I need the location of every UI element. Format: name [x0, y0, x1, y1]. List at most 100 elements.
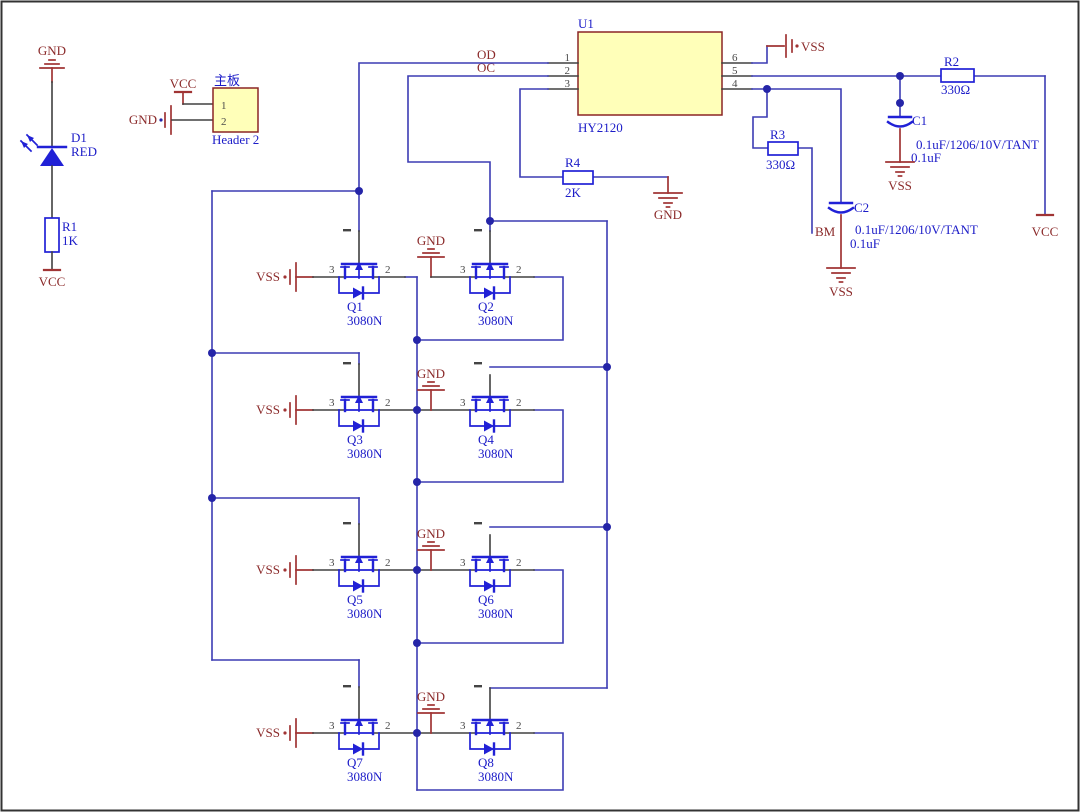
vcc-power-symbol: VCC [170, 76, 197, 105]
fet-pin2-number: 2 [516, 397, 522, 409]
q3-value: 3080N [347, 446, 383, 461]
vcc-label: VCC [1032, 224, 1059, 239]
vss-label: VSS [256, 562, 280, 577]
u1-pin6-number: 6 [732, 52, 738, 64]
r4-value: 2K [565, 185, 582, 200]
u1-designator: U1 [578, 16, 594, 31]
bm-net-label: BM [815, 224, 836, 239]
gnd-label: GND [129, 112, 157, 127]
u1-pin4-number: 4 [732, 78, 738, 90]
vcc-power-symbol: VCC [39, 268, 65, 289]
gnd-label: GND [417, 366, 445, 381]
mosfet-q7: 3 2 Q7 3080N [312, 685, 477, 784]
header-pin1-number: 1 [221, 100, 227, 112]
r2-resistor: R2 330Ω [940, 54, 975, 97]
vss-label: VSS [829, 284, 853, 299]
gate-pin1-mark [474, 229, 482, 232]
gate-pin1-mark [474, 522, 482, 525]
q3-designator: Q3 [347, 432, 363, 447]
header-label: 主板 [214, 73, 240, 88]
led-symbol [19, 133, 68, 166]
q6-designator: Q6 [478, 592, 494, 607]
mosfet-q8: 3 2 Q8 3080N [460, 685, 535, 784]
vss-label: VSS [256, 725, 280, 740]
q5-designator: Q5 [347, 592, 363, 607]
q8-value: 3080N [478, 769, 514, 784]
r4-resistor: R4 2K [562, 155, 594, 200]
c1-designator: C1 [912, 113, 927, 128]
mosfet-q1: 3 2 Q1 3080N [312, 229, 406, 328]
gate-pin1-mark [343, 685, 351, 688]
fet-pin2-number: 2 [516, 264, 522, 276]
r3-body [767, 141, 799, 156]
gnd-earth-symbol: GND [417, 689, 445, 734]
q1-value: 3080N [347, 313, 383, 328]
fet-pin3-number: 3 [460, 720, 466, 732]
q7-designator: Q7 [347, 755, 363, 770]
q4-designator: Q4 [478, 432, 494, 447]
r1-designator: R1 [62, 219, 77, 234]
vss-label: VSS [801, 39, 825, 54]
gnd-earth-symbol: GND [417, 526, 445, 571]
r2-designator: R2 [944, 54, 959, 69]
gnd-label: GND [38, 43, 66, 58]
vss-earth-symbol: VSS [885, 161, 915, 193]
fet-pin2-number: 2 [385, 720, 391, 732]
vss-power-symbol: VSS [256, 395, 314, 425]
r3-resistor: R3 330Ω [766, 127, 799, 172]
fet-pin3-number: 3 [329, 397, 335, 409]
gate-pin1-mark [343, 229, 351, 232]
led-arrow-icon [21, 141, 28, 148]
mosfet-q4: 3 2 Q4 3080N [460, 362, 535, 461]
gnd-label: GND [417, 233, 445, 248]
u1-pin5-number: 5 [732, 65, 738, 77]
vss-earth-symbol: VSS [826, 267, 856, 299]
vcc-power-symbol: VCC [1032, 213, 1059, 239]
r2-body [940, 68, 975, 83]
mosfet-q3: 3 2 Q3 3080N [312, 362, 477, 461]
gnd-power-symbol: GND [38, 43, 66, 83]
fet-pin3-number: 3 [329, 720, 335, 732]
c2-value: 0.1uF/1206/10V/TANT [855, 222, 978, 237]
wires [211, 45, 1046, 791]
mosfet-q6: 3 2 Q6 3080N [460, 522, 535, 621]
q7-value: 3080N [347, 769, 383, 784]
junction-dots [208, 72, 904, 737]
vss-power-symbol: VSS [256, 555, 314, 585]
fet-pin3-number: 3 [460, 397, 466, 409]
gate-pin1-mark [343, 362, 351, 365]
fet-pin2-number: 2 [385, 397, 391, 409]
q1-designator: Q1 [347, 299, 363, 314]
c1-capacitor: C1 0.1uF/1206/10V/TANT 0.1uF VSS [885, 113, 1039, 193]
c1-value2: 0.1uF [911, 150, 941, 165]
r4-designator: R4 [565, 155, 581, 170]
c1-value: 0.1uF/1206/10V/TANT [916, 137, 1039, 152]
q4-value: 3080N [478, 446, 514, 461]
u1-pin3-number: 3 [565, 78, 571, 90]
led-arrow-icon [27, 135, 34, 142]
header-connector: VCC GND 1 2 主板 Header 2 [129, 73, 259, 147]
u1-body [577, 31, 723, 116]
led-branch: GND D1 RED R1 1K VCC [19, 43, 97, 289]
vss-label: VSS [256, 269, 280, 284]
c2-capacitor: C2 0.1uF/1206/10V/TANT 0.1uF VSS [826, 200, 978, 299]
gnd-earth-symbol: GND [417, 233, 445, 278]
gnd-power-symbol: GND [129, 105, 172, 135]
c2-designator: C2 [854, 200, 869, 215]
q8-designator: Q8 [478, 755, 494, 770]
gnd-label: GND [417, 689, 445, 704]
gnd-earth-symbol: GND [417, 366, 445, 411]
q5-value: 3080N [347, 606, 383, 621]
mosfet-q2: 3 2 Q2 3080N [430, 229, 535, 328]
vcc-label: VCC [170, 76, 197, 91]
fet-pin2-number: 2 [516, 557, 522, 569]
header-value: Header 2 [212, 132, 259, 147]
fet-pin2-number: 2 [516, 720, 522, 732]
q6-value: 3080N [478, 606, 514, 621]
vss-label: VSS [256, 402, 280, 417]
gate-pin1-mark [474, 362, 482, 365]
r3-designator: R3 [770, 127, 785, 142]
gnd-earth-symbol: GND [653, 176, 683, 222]
